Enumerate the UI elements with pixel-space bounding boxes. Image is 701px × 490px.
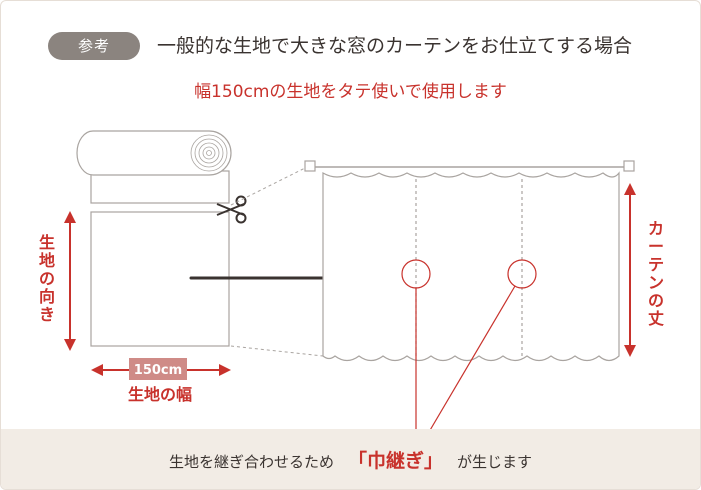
projection-lines	[230, 165, 324, 357]
curtain-panel	[322, 171, 620, 362]
svg-text:カ: カ	[648, 219, 664, 238]
svg-text:の: の	[648, 291, 664, 310]
width-value-badge	[129, 358, 187, 380]
svg-text:ン: ン	[648, 273, 664, 292]
fabric-direction-label: 生 地 の 向 き	[39, 233, 55, 324]
footer-emphasis: 「巾継ぎ」	[347, 450, 443, 472]
svg-text:の: の	[39, 269, 55, 288]
seam-marker-right	[507, 259, 537, 289]
fabric-width-label: 生地の幅	[128, 385, 192, 404]
fabric-direction-arrow	[64, 211, 76, 351]
svg-text:ー: ー	[648, 237, 664, 256]
svg-text:丈: 丈	[648, 309, 664, 328]
curtain-length-arrow	[624, 183, 636, 357]
footer-text-after: が生じます	[457, 453, 533, 471]
curtain-rod-right-end	[623, 160, 635, 172]
fabric-roll	[76, 130, 232, 347]
reference-badge: 参考	[48, 32, 140, 60]
fabric-roll-spiral	[190, 134, 228, 172]
svg-text:向: 向	[39, 287, 55, 306]
svg-text:テ: テ	[648, 255, 664, 274]
fabric-roll-body	[76, 130, 232, 176]
curtain-length-label: カ ー テ ン の 丈	[648, 219, 664, 328]
curtain-rod-left-end	[304, 160, 316, 172]
curtain-rod	[304, 160, 635, 172]
svg-text:き: き	[39, 305, 55, 324]
page-title: 一般的な生地で大きな窓のカーテンをお仕立てする場合	[157, 35, 633, 57]
curtain	[322, 171, 620, 362]
footer-text: 生地を継ぎ合わせるため「巾継ぎ」が生じます	[1, 447, 700, 475]
width-value: 150cm	[134, 363, 182, 378]
svg-text:地: 地	[39, 251, 55, 270]
scissors-icon	[216, 195, 247, 224]
footer-text-before: 生地を継ぎ合わせるため	[168, 453, 334, 471]
seam-markers	[401, 259, 537, 458]
subtitle: 幅150cmの生地をタテ使いで使用します	[194, 82, 507, 102]
svg-text:生: 生	[39, 233, 55, 252]
footer-note: 生地を継ぎ合わせるため「巾継ぎ」が生じます	[1, 429, 700, 489]
fabric-unrolled-strip	[90, 170, 230, 204]
